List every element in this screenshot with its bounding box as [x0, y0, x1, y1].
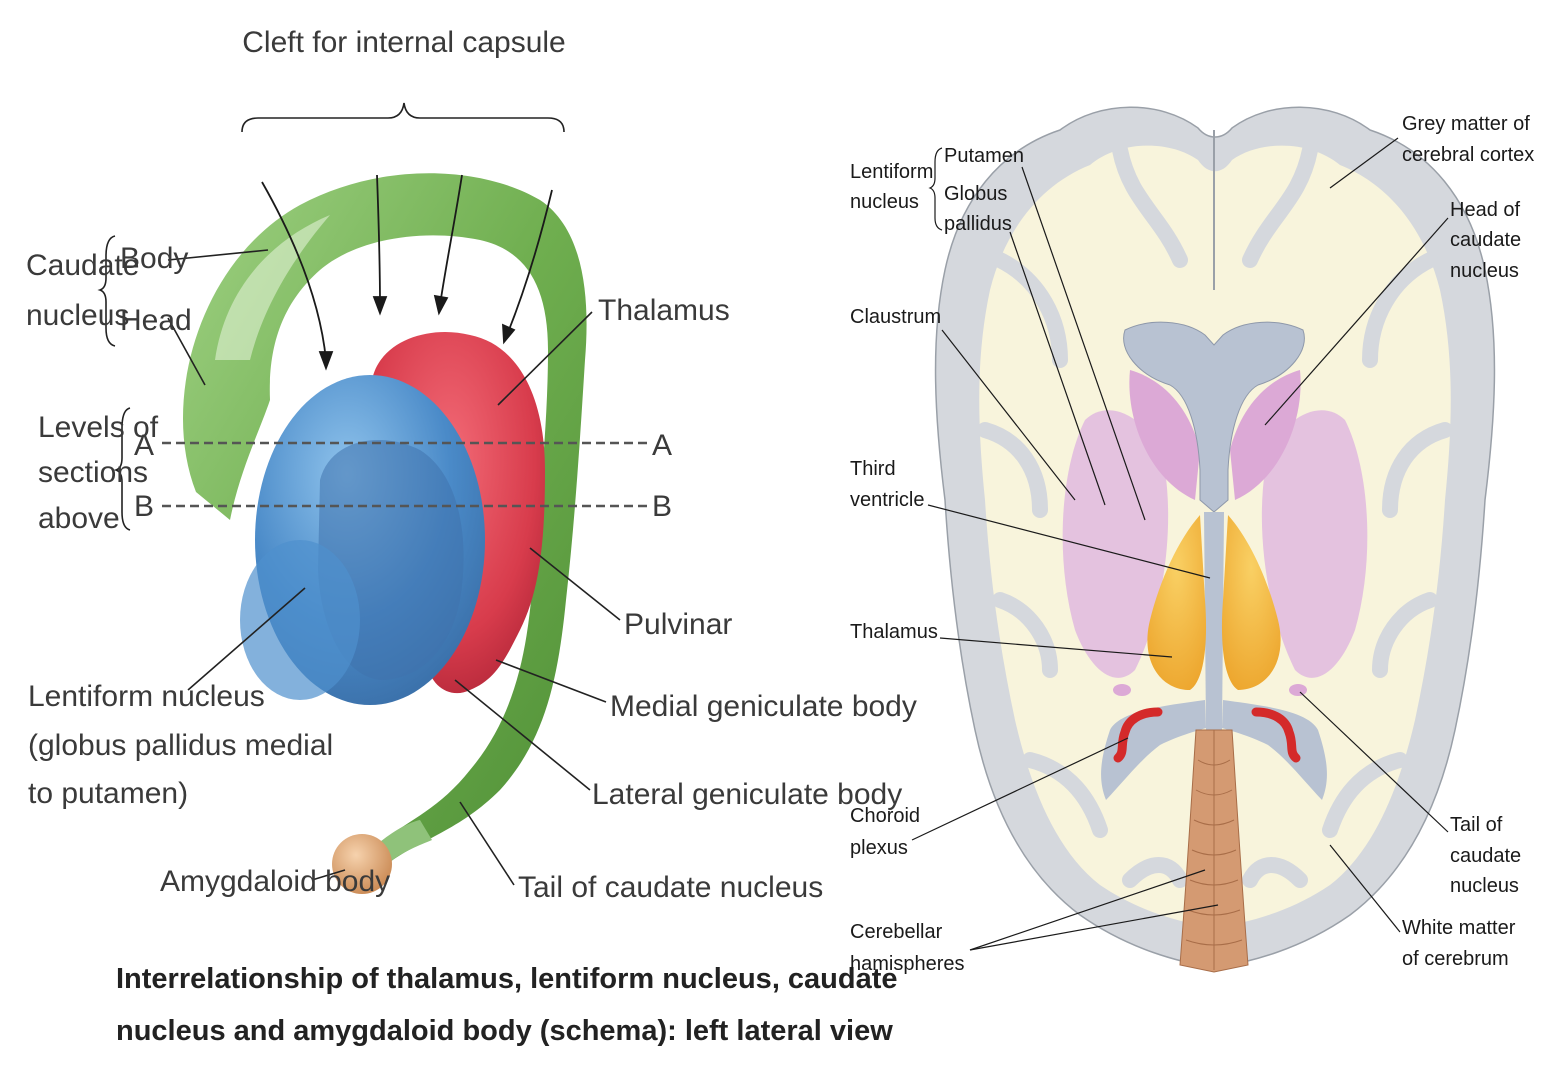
label-pallidus: pallidus	[944, 213, 1012, 235]
putamen-left	[1062, 410, 1169, 678]
leader-head	[1264, 217, 1449, 426]
leader-tail	[459, 801, 515, 886]
label-lateral-geniculate: Lateral geniculate body	[592, 778, 902, 811]
label-head-3: nucleus	[1450, 260, 1519, 282]
label-amygdaloid: Amygdaloid body	[160, 865, 390, 898]
label-lentiform-nucleus: nucleus	[850, 191, 919, 213]
leader-amygdaloid	[311, 869, 346, 881]
label-level-b-right: B	[652, 490, 672, 523]
label-tail-2: caudate	[1450, 845, 1521, 867]
label-medial-geniculate: Medial geniculate body	[610, 690, 917, 723]
posterior-horn-right	[1222, 700, 1327, 800]
leader-cerebellar-1	[969, 869, 1206, 951]
label-tail-1: Tail of	[1450, 814, 1503, 836]
label-thalamus-r: Thalamus	[850, 621, 938, 643]
lentiform-brace	[928, 147, 943, 231]
thalamus-left	[1147, 515, 1207, 690]
caption-line-2: nucleus and amygdaloid body (schema): le…	[116, 1015, 893, 1047]
label-body: Body	[120, 242, 188, 275]
label-white-1: White matter	[1402, 917, 1516, 939]
levels-brace	[113, 407, 131, 531]
label-level-a-left: A	[134, 429, 154, 462]
label-tail: Tail of caudate nucleus	[518, 871, 823, 904]
label-levels-3: above	[38, 502, 120, 535]
third-ventricle	[1204, 512, 1224, 730]
tail-caudate-left	[1113, 684, 1131, 696]
label-choroid-1: Choroid	[850, 805, 920, 827]
leader-thalamus	[497, 311, 593, 406]
label-claustrum: Claustrum	[850, 306, 941, 328]
left-figure: Cleft for internal capsule Caudate nucle…	[26, 26, 917, 1047]
caudate-head-left	[1129, 370, 1200, 500]
lentiform-lower-lobe	[240, 540, 360, 700]
label-thalamus: Thalamus	[598, 294, 730, 327]
right-figure: Lentiform nucleus Putamen Globus pallidu…	[850, 106, 1534, 975]
label-caudate-nucleus: nucleus	[26, 299, 129, 332]
label-lentiform-1: Lentiform nucleus	[28, 680, 265, 713]
thalamus-right	[1221, 515, 1281, 690]
label-grey-2: cerebral cortex	[1402, 144, 1534, 166]
leader-lateral-geniculate	[454, 679, 591, 791]
putamen-right	[1261, 410, 1368, 678]
label-third-2: ventricle	[850, 489, 924, 511]
label-pulvinar: Pulvinar	[624, 608, 732, 641]
leader-head	[167, 317, 206, 386]
leader-third-ventricle	[927, 504, 1211, 579]
label-cerebellar-1: Cerebellar	[850, 921, 943, 943]
leader-choroid	[911, 737, 1129, 841]
cleft-bracket	[241, 102, 565, 133]
label-white-2: of cerebrum	[1402, 948, 1509, 970]
leader-claustrum	[941, 329, 1076, 501]
leader-putamen	[1021, 166, 1146, 521]
amygdaloid-body-shape	[332, 834, 392, 894]
leader-tail	[1299, 691, 1449, 833]
choroid-plexus-left	[1113, 707, 1163, 763]
label-lentiform-3: to putamen)	[28, 777, 188, 810]
leader-pulvinar	[529, 547, 621, 621]
caudate-brace	[97, 235, 116, 347]
leader-thalamus	[939, 637, 1173, 658]
cerebellum-folia	[1185, 730, 1243, 970]
label-head: Head	[120, 304, 192, 337]
gyri	[977, 142, 1453, 888]
caudate-tail	[380, 820, 432, 862]
label-level-b-left: B	[134, 490, 154, 523]
label-putamen: Putamen	[944, 145, 1024, 167]
label-level-a-right: A	[652, 429, 672, 462]
choroid-plexus-right	[1251, 707, 1301, 763]
leader-medial-geniculate	[495, 659, 607, 703]
leader-globus	[1009, 231, 1106, 506]
leader-body	[167, 249, 269, 261]
label-choroid-2: plexus	[850, 837, 908, 859]
caudate-head-right	[1230, 370, 1301, 500]
caudate-nucleus-shape	[182, 173, 587, 863]
caudate-highlight	[215, 215, 330, 360]
label-grey-1: Grey matter of	[1402, 113, 1530, 135]
label-cerebellar-2: hamispheres	[850, 953, 965, 975]
label-tail-3: nucleus	[1450, 875, 1519, 897]
leader-cerebellar-2	[969, 904, 1219, 951]
label-caudate: Caudate	[26, 249, 139, 282]
leader-lentiform	[187, 587, 306, 691]
lateral-ventricles	[1123, 321, 1305, 513]
cleft-arrows	[261, 174, 553, 371]
label-globus: Globus	[944, 183, 1007, 205]
leader-grey	[1329, 137, 1399, 189]
label-cleft: Cleft for internal capsule	[242, 26, 566, 59]
label-lentiform-2: (globus pallidus medial	[28, 729, 333, 762]
label-levels-1: Levels of	[38, 411, 159, 444]
tail-caudate-right	[1289, 684, 1307, 696]
leader-white	[1329, 844, 1401, 933]
label-third-1: Third	[850, 458, 896, 480]
label-head-2: caudate	[1450, 229, 1521, 251]
caption-line-1: Interrelationship of thalamus, lentiform…	[116, 963, 898, 995]
label-levels-2: sections	[38, 456, 148, 489]
label-lentiform: Lentiform	[850, 161, 933, 183]
label-head-1: Head of	[1450, 199, 1520, 221]
